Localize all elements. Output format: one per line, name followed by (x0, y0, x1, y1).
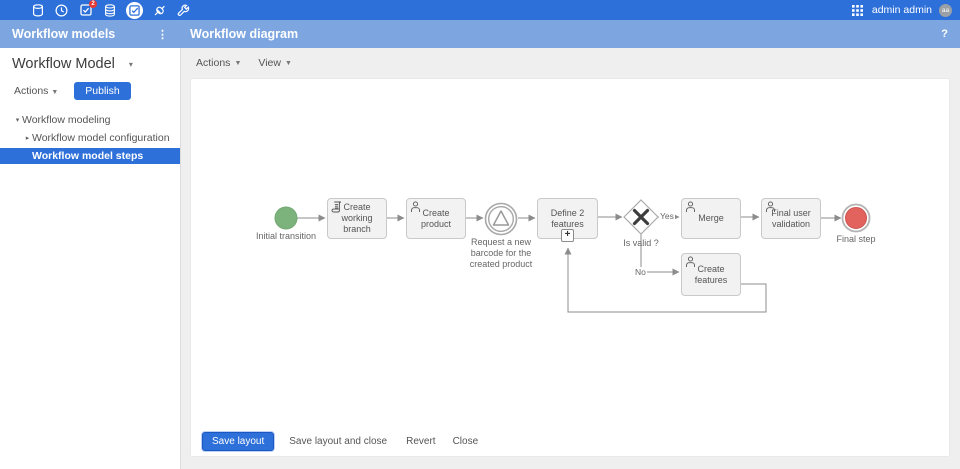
sidebar-actions-menu[interactable]: Actions ▼ (14, 85, 59, 97)
revert-button[interactable]: Revert (406, 436, 436, 447)
avatar[interactable]: aa (939, 3, 952, 17)
end-event-label: Final step (836, 234, 876, 244)
diagram-canvas[interactable]: Create working branch Create product Def… (190, 78, 950, 457)
signal-event-label: Request a new barcode for the created pr… (469, 237, 533, 269)
workflow-check-icon[interactable] (126, 1, 143, 19)
sidebar: Workflow Model ▾ Actions ▼ Publish ▾ Wor… (0, 48, 181, 469)
chevron-down-icon: ▼ (284, 59, 292, 67)
close-button[interactable]: Close (452, 436, 479, 447)
script-icon (331, 201, 343, 216)
wrench-icon[interactable] (176, 3, 191, 18)
save-layout-button[interactable]: Save layout (202, 432, 275, 451)
secondary-header-bar: Workflow models ⋮ Workflow diagram ? (0, 20, 960, 48)
gateway-label: Is valid ? (623, 238, 659, 248)
main-area: Actions ▼ View ▼ (181, 48, 960, 469)
clock-icon[interactable] (54, 3, 69, 18)
user-icon (685, 256, 696, 271)
save-layout-close-button[interactable]: Save layout and close (289, 436, 388, 447)
apps-grid-icon[interactable] (850, 3, 865, 18)
navigation-tree: ▾ Workflow modeling ▸ Workflow model con… (0, 112, 180, 164)
user-icon (765, 201, 776, 216)
user-icon (410, 201, 421, 216)
tree-item-workflow-model-steps[interactable]: ▸ Workflow model steps (0, 148, 180, 164)
node-merge[interactable]: Merge (681, 198, 741, 239)
publish-button[interactable]: Publish (74, 82, 131, 100)
data-stack-icon[interactable] (102, 3, 117, 18)
record-title-dropdown-icon[interactable]: ▾ (128, 59, 133, 69)
node-create-product[interactable]: Create product (406, 198, 466, 239)
diagram-actions-menu[interactable]: Actions ▼ (196, 57, 242, 69)
tree-item-workflow-modeling[interactable]: ▾ Workflow modeling (0, 112, 180, 127)
page-title: Workflow diagram (190, 27, 299, 41)
user-icon (685, 201, 696, 216)
help-icon[interactable]: ? (941, 28, 948, 40)
tasks-icon[interactable]: 2 (78, 0, 97, 18)
add-transition-button[interactable]: + (561, 229, 574, 242)
chevron-down-icon: ▼ (234, 59, 242, 67)
record-title: Workflow Model (12, 56, 115, 72)
user-menu[interactable]: admin admin (871, 4, 932, 16)
node-create-working-branch[interactable]: Create working branch (327, 198, 387, 239)
chevron-down-icon: ▼ (51, 89, 59, 96)
end-event-shape (845, 207, 867, 229)
diagram-connectors (274, 199, 871, 313)
diagram-view-menu[interactable]: View ▼ (258, 57, 292, 69)
sidebar-header-title: Workflow models (12, 27, 116, 41)
edge-label-no: No (634, 267, 647, 277)
signal-triangle-shape (492, 210, 510, 226)
edge-label-yes: Yes (659, 211, 675, 221)
plug-icon[interactable] (152, 3, 167, 18)
sidebar-header: Workflow models ⋮ (0, 20, 181, 48)
top-navigation-bar: 2 admin admin aa (0, 0, 960, 20)
kebab-menu-icon[interactable]: ⋮ (157, 28, 168, 41)
tree-item-workflow-model-configuration[interactable]: ▸ Workflow model configuration (0, 130, 180, 145)
database-icon[interactable] (30, 3, 45, 18)
tree-expand-icon[interactable]: ▾ (15, 116, 20, 124)
main-header: Workflow diagram ? (181, 20, 960, 48)
notification-badge: 2 (89, 0, 97, 8)
start-event-shape (274, 206, 298, 230)
node-create-features[interactable]: Create features (681, 253, 741, 296)
tree-expand-icon[interactable]: ▸ (25, 134, 30, 142)
start-event-label: Initial transition (255, 231, 317, 241)
node-final-user-validation[interactable]: Final user validation (761, 198, 821, 239)
diagram-footer: Save layout Save layout and close Revert… (202, 432, 478, 451)
